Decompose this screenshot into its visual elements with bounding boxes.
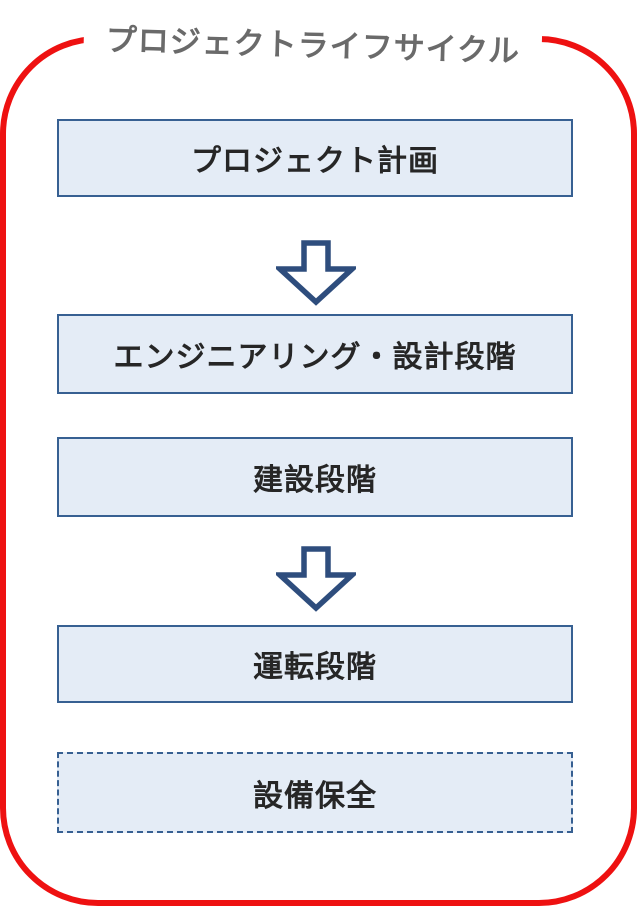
phase-box-engineering-design: エンジニアリング・設計段階	[57, 314, 573, 394]
phase-box-label: プロジェクト計画	[191, 145, 439, 178]
phase-box-construction: 建設段階	[57, 437, 573, 517]
phase-box-label: エンジニアリング・設計段階	[113, 341, 517, 374]
phase-box-operation: 運転段階	[57, 625, 573, 703]
down-arrow-icon	[276, 546, 356, 612]
phase-box-label: 設備保全	[253, 779, 377, 813]
phase-box-label: 運転段階	[253, 651, 377, 684]
phase-box-label: 建設段階	[253, 464, 377, 497]
phase-box-equipment-maintenance: 設備保全	[57, 752, 573, 833]
phase-box-project-plan: プロジェクト計画	[57, 119, 573, 197]
down-arrow-icon	[276, 240, 356, 306]
